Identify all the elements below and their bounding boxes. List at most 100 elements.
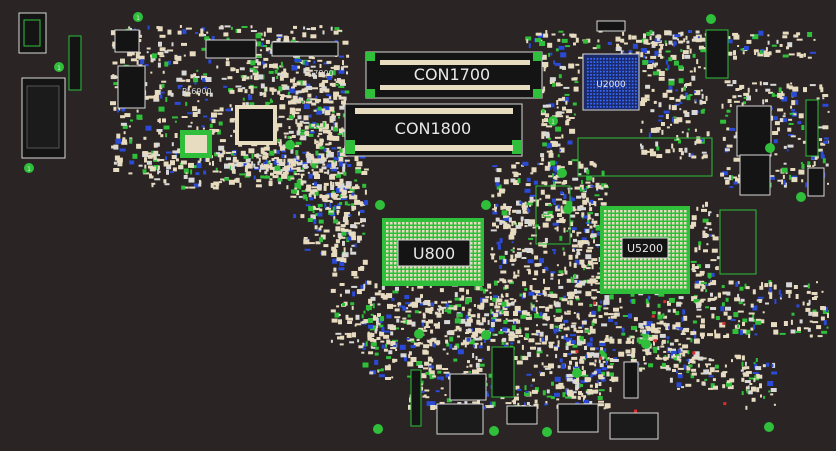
smd-part <box>490 296 492 301</box>
bga-ball <box>414 278 417 281</box>
smd-part <box>737 45 740 47</box>
bga-ball <box>609 102 612 105</box>
smd-part <box>350 231 356 237</box>
smd-part <box>329 116 336 122</box>
smd-part <box>651 334 658 340</box>
smd-part <box>542 104 549 108</box>
bga-ball <box>450 222 453 225</box>
smd-part <box>640 145 644 150</box>
smd-part <box>378 290 382 293</box>
smd-part <box>204 36 210 41</box>
smd-part <box>437 305 441 308</box>
bga-ball <box>410 234 413 237</box>
smd-part <box>579 358 585 364</box>
bga-ball <box>635 74 637 76</box>
smd-part <box>674 339 679 343</box>
smd-part <box>317 188 322 191</box>
bga-ball <box>684 230 687 233</box>
bga-ball <box>406 226 409 229</box>
smd-part <box>509 232 516 236</box>
smd-part <box>334 78 337 81</box>
bga-ball <box>590 80 592 83</box>
bga-ball <box>450 238 453 241</box>
smd-part <box>308 133 314 137</box>
smd-part <box>344 201 348 206</box>
bga-ball <box>394 254 397 257</box>
smd-part <box>565 100 568 105</box>
bga-ball <box>620 222 623 225</box>
smd-part <box>539 41 546 46</box>
smd-part <box>589 326 593 332</box>
smd-part <box>302 164 305 168</box>
bga-ball <box>676 278 679 281</box>
smd-part <box>288 179 292 181</box>
smd-part <box>517 178 521 184</box>
smd-part <box>757 52 764 57</box>
smd-part <box>423 301 429 306</box>
smd-part <box>613 357 618 361</box>
marker-1-d-text: 1 <box>551 119 555 126</box>
smd-part <box>319 168 324 173</box>
bga-ball <box>676 254 679 257</box>
smd-part <box>410 357 417 362</box>
bga-ball <box>660 218 663 221</box>
smd-part <box>771 371 778 375</box>
smd-part <box>704 378 708 381</box>
smd-part <box>492 165 498 168</box>
smd-part <box>504 224 511 229</box>
smd-part <box>481 317 486 323</box>
smd-part <box>697 299 704 303</box>
smd-part <box>283 158 286 164</box>
smd-part <box>371 346 376 349</box>
smd-part <box>416 300 420 303</box>
smd-part <box>562 106 566 111</box>
smd-part <box>574 186 581 190</box>
smd-part <box>693 351 700 357</box>
smd-part <box>426 401 432 407</box>
bga-ball <box>418 274 421 277</box>
smd-part <box>396 342 399 348</box>
smd-part <box>180 160 187 165</box>
smd-part <box>254 75 261 77</box>
smd-part <box>234 178 240 183</box>
smd-part <box>454 297 460 301</box>
smd-part <box>772 362 776 368</box>
chip-bottom-left <box>449 373 487 401</box>
smd-part <box>369 371 374 375</box>
smd-part <box>260 83 265 89</box>
smd-part <box>392 339 398 342</box>
bga-ball <box>458 226 461 229</box>
connector-bottom-usb-mid <box>557 403 599 433</box>
smd-part <box>646 98 650 101</box>
smd-part <box>561 219 566 222</box>
smd-part <box>653 63 657 68</box>
smd-part <box>174 101 181 105</box>
smd-part <box>660 345 665 348</box>
smd-part <box>697 66 701 69</box>
smd-part <box>268 70 274 74</box>
bga-ball <box>676 274 679 277</box>
smd-part <box>354 179 358 182</box>
smd-part <box>585 354 588 359</box>
smd-part <box>817 335 823 338</box>
label-u5200: U5200 <box>627 242 663 255</box>
smd-part <box>690 338 693 343</box>
smd-part <box>454 292 458 298</box>
smd-part <box>665 43 668 46</box>
bga-ball <box>644 226 647 229</box>
smd-part <box>740 369 744 372</box>
bga-ball <box>478 278 481 281</box>
smd-part <box>317 106 322 111</box>
smd-part <box>564 93 570 96</box>
smd-part <box>319 208 323 212</box>
smd-part <box>583 399 589 404</box>
smd-part <box>581 324 584 328</box>
smd-part <box>545 335 548 341</box>
smd-part <box>688 94 693 96</box>
smd-part <box>294 145 300 148</box>
bga-ball <box>652 270 655 273</box>
bga-ball <box>624 234 627 237</box>
smd-part <box>263 161 265 166</box>
smd-part <box>368 351 374 355</box>
